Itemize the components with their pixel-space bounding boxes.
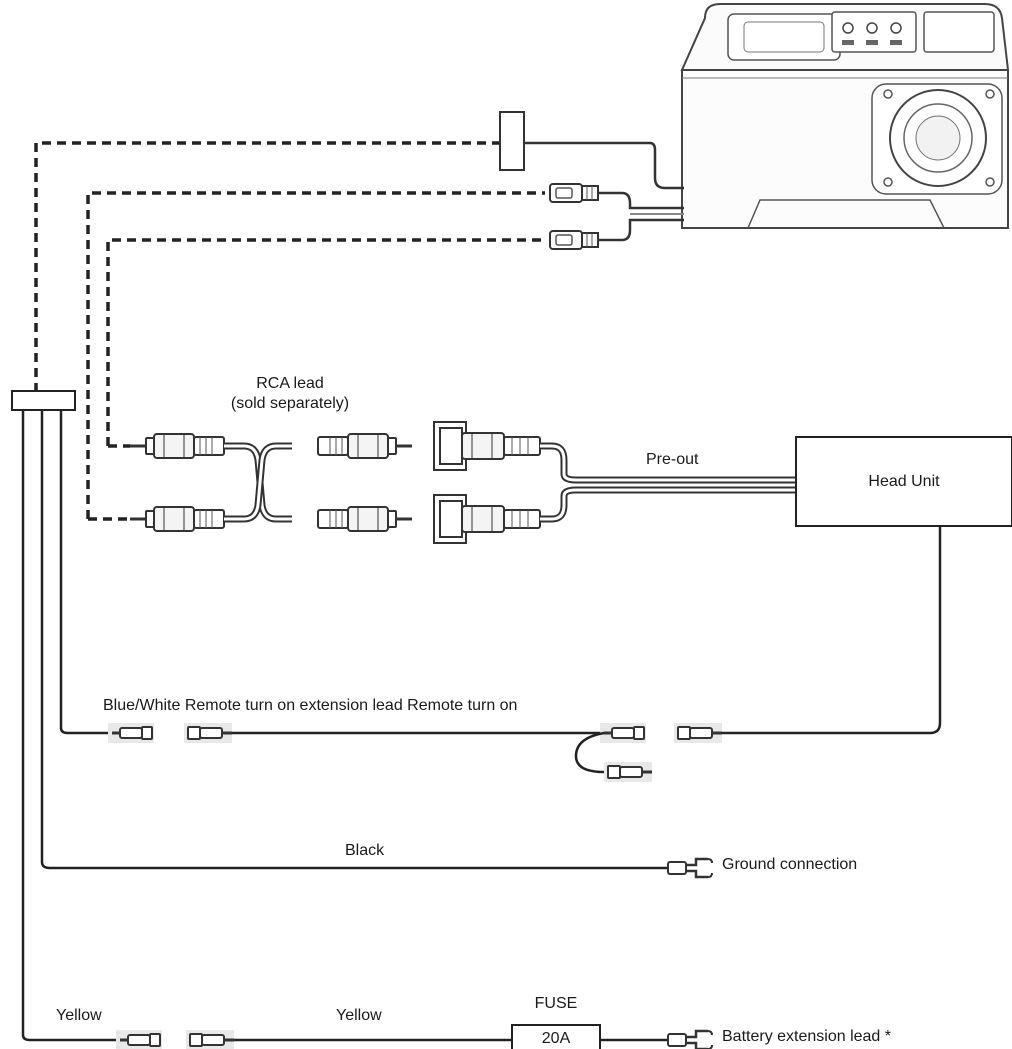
battery-spade-terminal [666,1029,714,1049]
subwoofer-amplifier [680,3,1010,229]
amp-power-connector [499,111,684,190]
remote-turn-on-lead [106,526,942,784]
ground-spade-terminal [666,857,714,879]
yellow-wire-label-mid: Yellow [336,1007,382,1024]
fuse-rating-label: 20A [541,1030,571,1047]
head-unit-label: Head Unit [868,473,940,490]
dashed-wires [34,141,545,521]
ground-connection-label: Ground connection [722,856,858,873]
yellow-wire-label-left: Yellow [56,1007,102,1024]
head-unit-box [795,436,1012,527]
battery-extension-label: Battery extension lead * [722,1028,891,1045]
black-wire-label: Black [345,842,385,859]
battery-lead [114,1024,714,1049]
head-unit-rca-sockets [433,421,796,544]
fuse-label: FUSE [534,995,578,1012]
harness-plug-block [11,390,76,411]
rca-lead-note: (sold separately) [230,395,350,412]
rca-lead-label: RCA lead [256,375,324,392]
pre-out-label: Pre-out [646,451,699,468]
amp-rca-inputs [549,183,684,250]
left-harness [21,410,668,1042]
remote-lead-label: Blue/White Remote turn on extension lead… [103,697,518,714]
rca-lead [128,432,412,533]
